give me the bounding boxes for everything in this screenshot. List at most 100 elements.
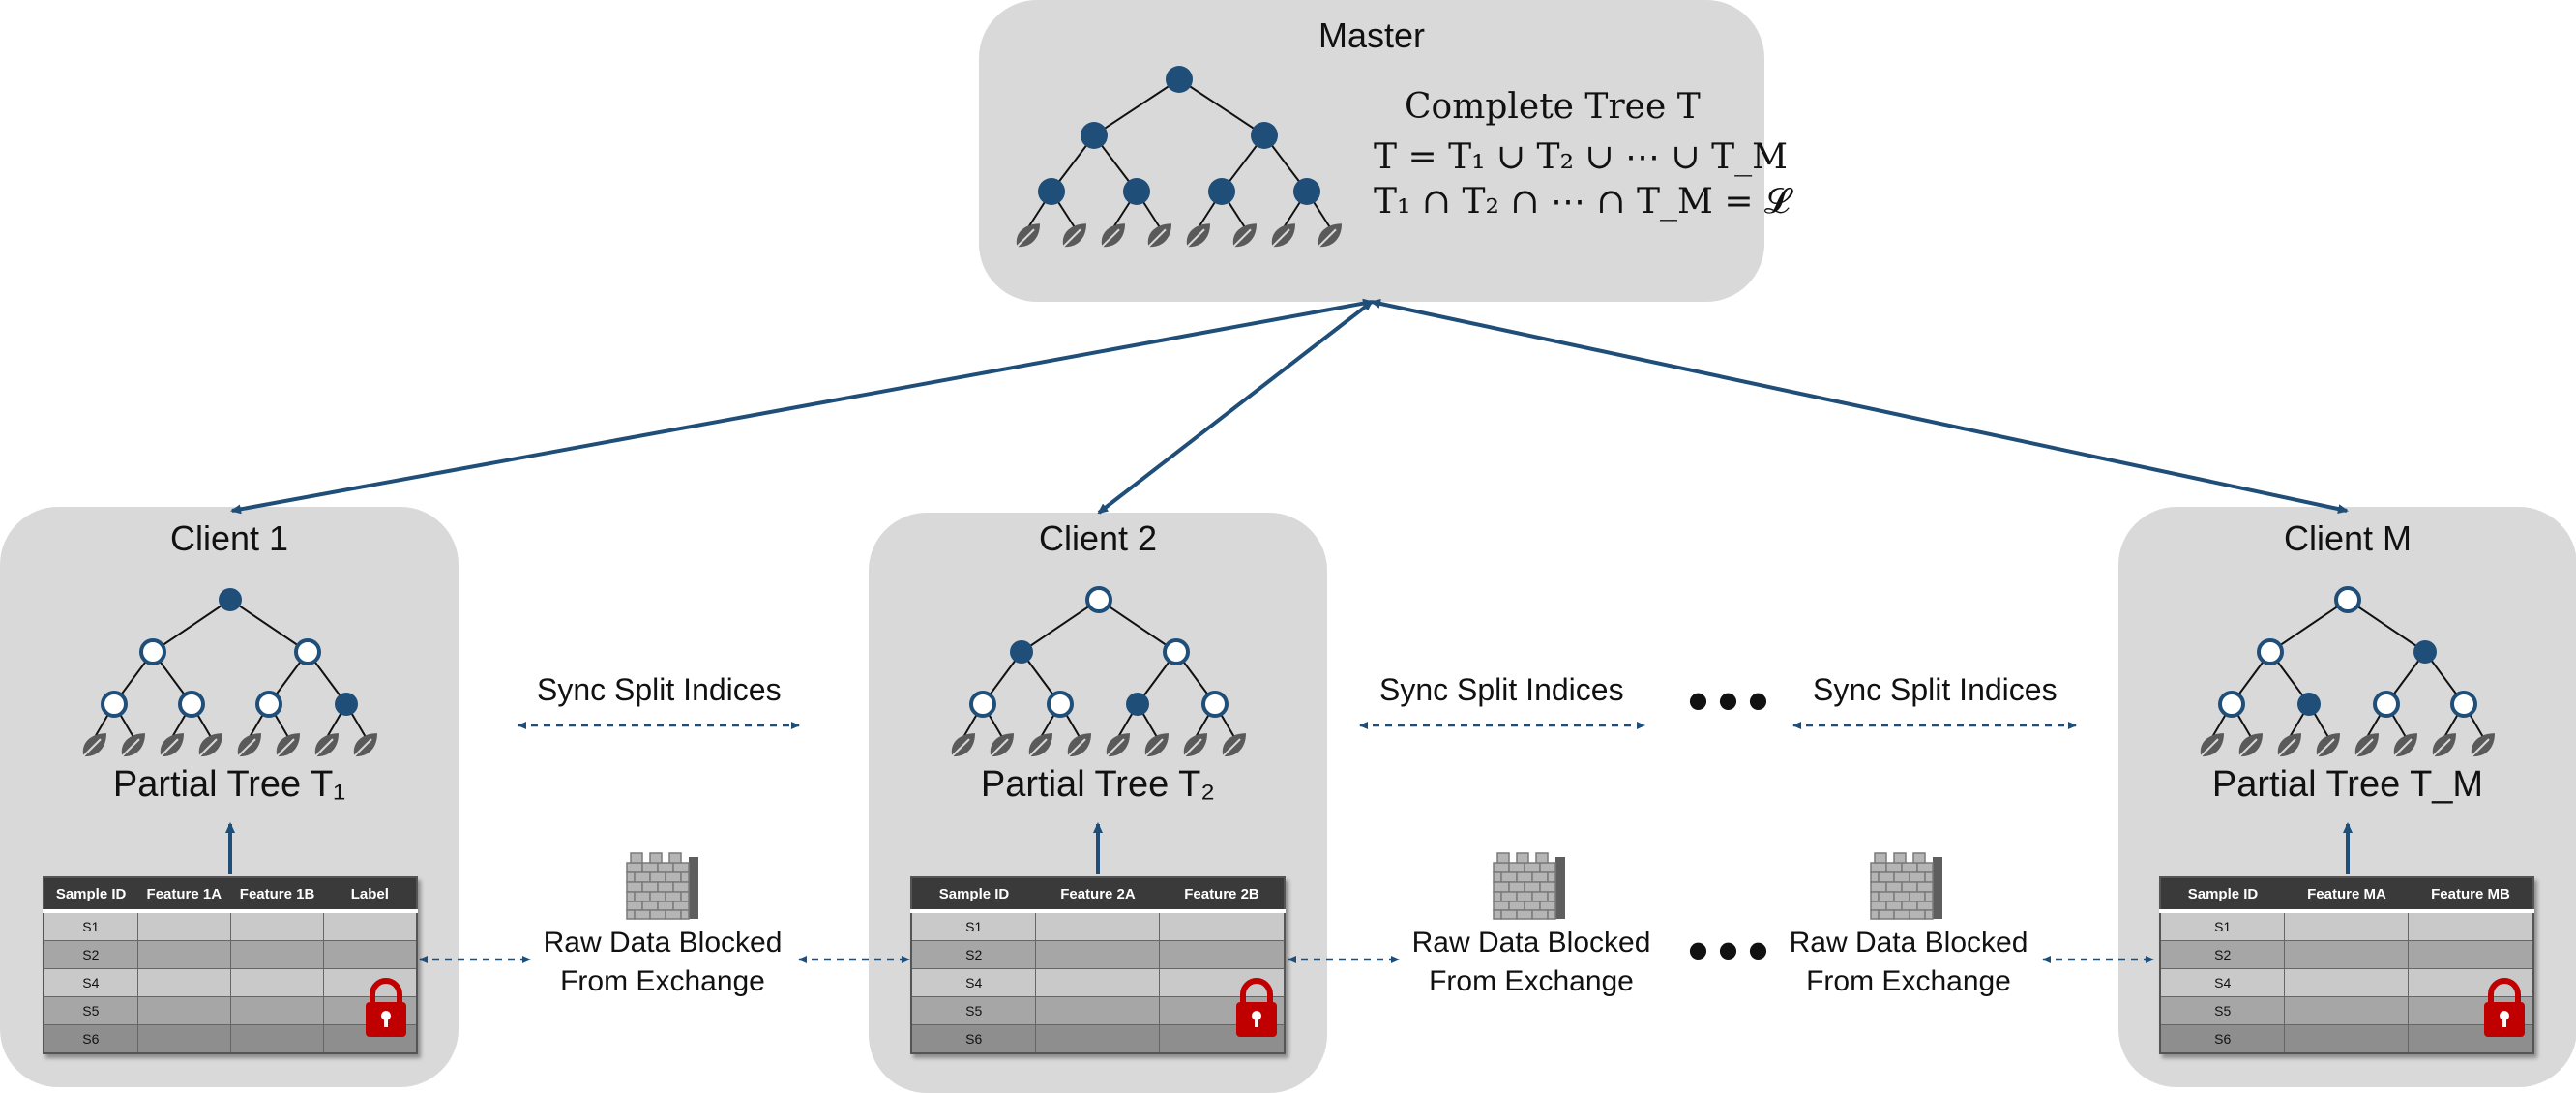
leaf-icon (1231, 222, 1258, 249)
leaf-icon (1061, 222, 1087, 249)
table-row: S6 (2159, 1024, 2534, 1054)
client-2-tree-node (1201, 691, 1229, 718)
client-1-tree-node (255, 691, 282, 718)
blocked-label-2: Raw Data Blocked From Exchange (1406, 924, 1657, 1001)
sample-id-cell: S1 (910, 910, 1037, 941)
client-m-tree-edge (2347, 599, 2426, 653)
sample-id-cell: S6 (2159, 1024, 2286, 1054)
leaf-icon (1317, 222, 1343, 249)
client-m-tree-node (2218, 691, 2245, 718)
sample-id-cell: S6 (43, 1024, 138, 1054)
table-row: S4 (2159, 968, 2534, 997)
client-m-tree-edge (2269, 599, 2349, 653)
leaf-icon (989, 732, 1015, 758)
leaf-icon (1027, 732, 1053, 758)
client-m-tree-node (2297, 693, 2321, 716)
blocked-line-1: Raw Data Blocked (543, 927, 783, 959)
client-m-partial-tree-label: Partial Tree T_M (2211, 764, 2484, 805)
client-1-title: Client 1 (169, 518, 289, 558)
leaf-icon (197, 732, 223, 758)
col-feature-1b: Feature 1B (230, 877, 324, 913)
lock-icon (366, 978, 406, 1037)
sample-id-cell: S2 (43, 940, 138, 969)
master-tree-edge (1093, 78, 1180, 136)
table-row: S6 (43, 1024, 418, 1054)
col-feature-1a: Feature 1A (137, 877, 231, 913)
leaf-icon (1270, 222, 1296, 249)
table-row: S1 (910, 910, 1286, 941)
client-2-table: Sample ID Feature 2A Feature 2B S1 S2 S4… (910, 876, 1286, 1054)
master-tree-node (1166, 66, 1193, 93)
table-row: S1 (2159, 910, 2534, 941)
client-2-tree-edge (1098, 599, 1177, 653)
leaf-icon (1100, 222, 1126, 249)
client-1-table: Sample ID Feature 1A Feature 1B Label S1… (43, 876, 418, 1054)
leaf-icon (1146, 222, 1172, 249)
col-sample-id: Sample ID (44, 877, 138, 913)
master-tree-node (1123, 178, 1150, 205)
blocked-line-1: Raw Data Blocked (1411, 927, 1651, 959)
table-row: S4 (910, 968, 1286, 997)
master-tree-node (1293, 178, 1320, 205)
sample-id-cell: S2 (910, 940, 1037, 969)
blocked-line-2: From Exchange (1806, 965, 2011, 997)
master-tree-node (1038, 178, 1065, 205)
trees (81, 66, 2496, 758)
col-feature-ma: Feature MA (2284, 877, 2409, 913)
client-m-tree-node (2257, 638, 2284, 665)
client-1-tree-node (139, 638, 166, 665)
leaf-icon (120, 732, 146, 758)
sample-id-cell: S4 (910, 968, 1037, 997)
blocked-line-2: From Exchange (560, 965, 765, 997)
table-row: S5 (910, 996, 1286, 1025)
sample-id-cell: S4 (43, 968, 138, 997)
leaf-icon (2276, 732, 2302, 758)
client-1-partial-tree-label: Partial Tree T₁ (112, 764, 346, 805)
leaf-icon (352, 732, 378, 758)
sample-id-cell: S1 (43, 910, 138, 941)
leaf-icon (950, 732, 976, 758)
client-m-title: Client M (2283, 518, 2413, 558)
client-2-tree-node (1047, 691, 1074, 718)
sync-label-3: Sync Split Indices (1813, 672, 2058, 707)
arrow-master-client-m (1370, 298, 2349, 515)
col-feature-mb: Feature MB (2408, 877, 2533, 913)
master-panel (979, 0, 1764, 302)
col-sample-id: Sample ID (2160, 877, 2285, 913)
sample-id-cell: S2 (2159, 940, 2286, 969)
table-row: S2 (910, 940, 1286, 969)
blocked-label-1: Raw Data Blocked From Exchange (537, 924, 788, 1001)
leaf-icon (1182, 732, 1208, 758)
client-2-tree-edge (1021, 599, 1100, 653)
client-m-table: Sample ID Feature MA Feature MB S1 S2 S4… (2159, 876, 2534, 1054)
leaf-icon (2470, 732, 2496, 758)
blocked-line-2: From Exchange (1429, 965, 1634, 997)
blocked-label-3: Raw Data Blocked From Exchange (1783, 924, 2034, 1001)
client-2-tree-node (1010, 640, 1033, 664)
master-title: Master (1318, 15, 1426, 55)
master-tree-node (1208, 178, 1235, 205)
leaf-icon (2392, 732, 2418, 758)
leaf-icon (1015, 222, 1041, 249)
table-row: S6 (910, 1024, 1286, 1054)
leaf-icon (2237, 732, 2264, 758)
union-equation: T = T₁ ∪ T₂ ∪ ⋯ ∪ T_M (1374, 137, 1788, 177)
sample-id-cell: S4 (2159, 968, 2286, 997)
leaf-icon (236, 732, 262, 758)
client-2-title: Client 2 (1038, 518, 1158, 558)
col-feature-2a: Feature 2A (1035, 877, 1160, 913)
table-row: S5 (43, 996, 418, 1025)
blocked-line-1: Raw Data Blocked (1789, 927, 2028, 959)
client-1-tree-node (335, 693, 358, 716)
sample-id-cell: S1 (2159, 910, 2286, 941)
sync-label-2: Sync Split Indices (1379, 672, 1624, 707)
col-sample-id: Sample ID (911, 877, 1036, 913)
client-1-tree-edge (152, 599, 231, 653)
lock-icon (1236, 978, 1277, 1037)
master-tree-node (1081, 122, 1108, 149)
master-tree-node (1251, 122, 1278, 149)
arrow-master-client-2 (1097, 300, 1374, 515)
client-1-tree-node (101, 691, 128, 718)
client-m-tree-node (2413, 640, 2437, 664)
